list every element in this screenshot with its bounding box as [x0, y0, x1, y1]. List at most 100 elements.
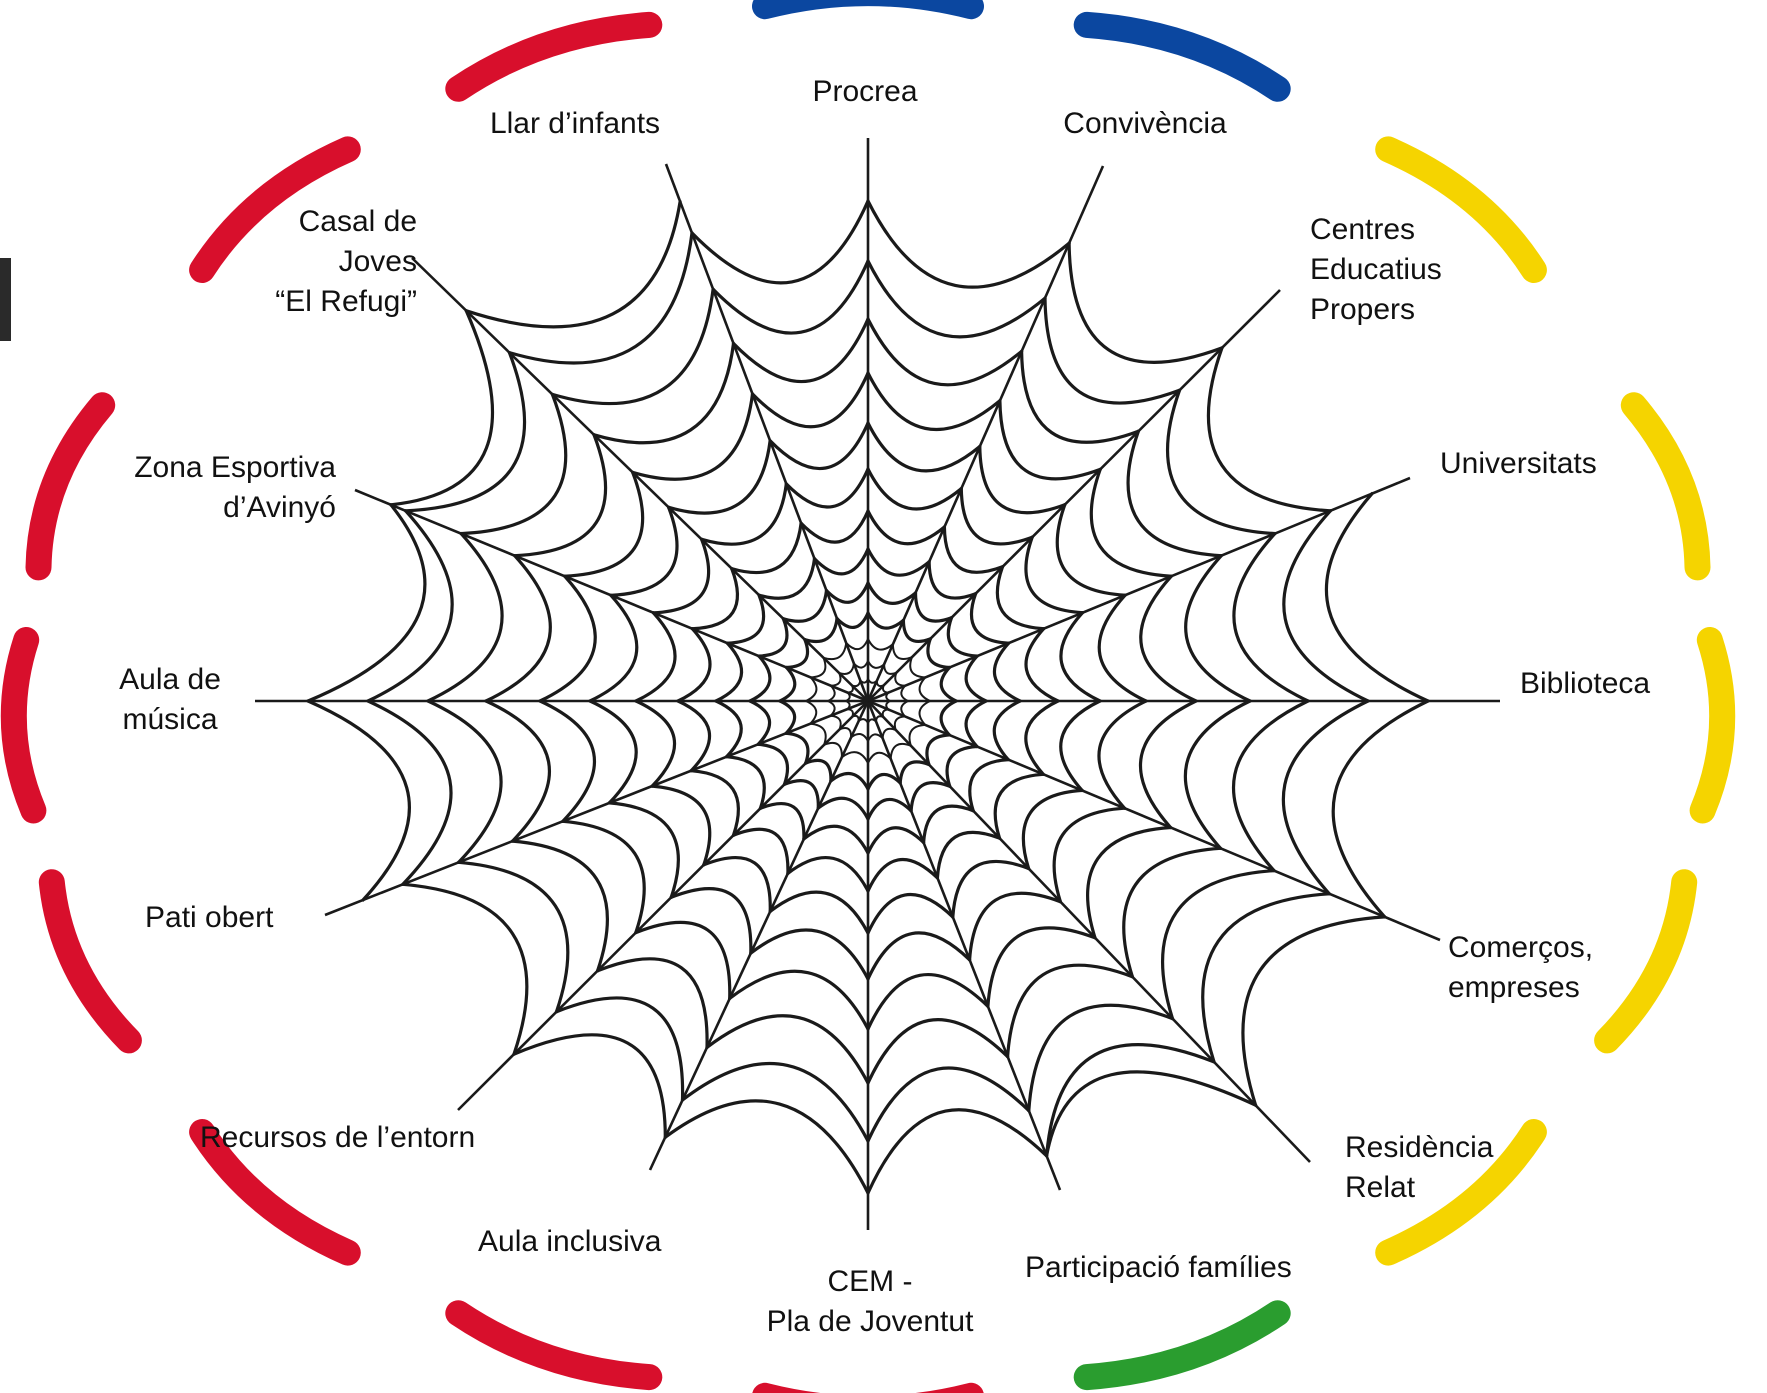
web-ring-segment: [868, 799, 911, 819]
web-ring-segment: [994, 643, 1020, 701]
web-ring-segment: [901, 701, 908, 716]
web-ring-segment: [920, 677, 930, 701]
web-ring-segment: [727, 595, 763, 643]
web-ring-segment: [1243, 917, 1385, 1105]
web-ring-segment: [1099, 595, 1146, 701]
web-ring-segment: [868, 933, 970, 979]
web-ring-segment: [895, 716, 905, 730]
web-ring-segment: [868, 895, 953, 933]
web-ring-segment: [391, 311, 493, 505]
node-pati-obert: Pati obert: [145, 898, 325, 938]
web-ring-segment: [653, 539, 708, 613]
web-ring-segment: [868, 1068, 1029, 1141]
node-llar-infants: Llar d’infants: [470, 104, 680, 144]
web-ring-segment: [1023, 790, 1082, 868]
web-ring-segment: [734, 319, 869, 382]
web-ring-segment: [988, 928, 1095, 1006]
web-ring-segment: [828, 701, 835, 716]
web-ring-segment: [1088, 828, 1171, 938]
web-ring-segment: [514, 1035, 665, 1137]
web-ring-segment: [846, 701, 850, 709]
web-ring-segment: [1091, 469, 1171, 576]
web-ring-segment: [846, 693, 850, 701]
web-ring-segment: [868, 511, 944, 544]
web-ring-segment: [876, 716, 883, 721]
web-ring-segment: [565, 472, 643, 576]
web-ring-segment: [868, 639, 893, 650]
web-ring-segment: [966, 701, 986, 747]
web-ring-segment: [590, 701, 636, 803]
web-ring-segment: [868, 549, 929, 575]
web-ring-segment: [883, 686, 888, 693]
web-ring-segment: [883, 710, 889, 717]
web-ring-segment: [1029, 1005, 1173, 1110]
web-ring-segment: [636, 701, 675, 786]
node-residencia: Residència Relat: [1345, 1128, 1535, 1208]
web-ring-segment: [966, 656, 986, 701]
web-ring-segment: [770, 423, 868, 469]
web-ring-segment: [716, 643, 742, 701]
web-ring-segment: [953, 861, 1029, 917]
web-ring-segment: [891, 744, 911, 759]
web-ring-segment: [883, 729, 896, 739]
web-ring-segment: [806, 760, 831, 780]
web-ring-segment: [901, 686, 908, 701]
web-ring-segment: [1061, 701, 1100, 790]
web-ring-segment: [598, 959, 707, 1048]
web-ring-segment: [868, 734, 883, 741]
web-ring-segment: [859, 719, 868, 723]
web-ring-segment: [1026, 629, 1058, 701]
web-ring-segment: [903, 620, 930, 641]
web-ring-segment: [994, 701, 1020, 760]
web-ring-segment: [848, 709, 853, 716]
web-spoke: [868, 701, 1310, 1162]
web-ring-segment: [884, 664, 896, 674]
web-ring-segment: [652, 786, 710, 865]
web-ring-segment: [678, 701, 710, 771]
web-ring-segment: [868, 753, 891, 763]
node-procrea: Procrea: [780, 72, 950, 112]
node-zona-esportiva: Zona Esportiva d’Avinyó: [90, 448, 336, 528]
web-ring-segment: [704, 858, 770, 912]
web-ring-segment: [909, 725, 925, 746]
arc-blue-top-right: [1087, 25, 1278, 89]
web-ring-segment: [868, 661, 884, 668]
web-ring-segment: [486, 701, 549, 841]
web-ring-segment: [893, 644, 912, 659]
web-ring-segment: [1208, 348, 1330, 511]
web-ring-segment: [1069, 243, 1222, 362]
web-ring-segment: [868, 679, 877, 683]
node-comercos: Comerços, empreses: [1448, 928, 1638, 1008]
web-ring-segment: [827, 583, 869, 602]
web-ring-segment: [877, 681, 884, 686]
web-ring-segment: [716, 701, 741, 757]
arc-blue-top: [765, 0, 971, 6]
web-ring-segment: [1022, 351, 1139, 442]
web-ring-segment: [678, 629, 710, 701]
web-ring-segment: [854, 661, 868, 668]
web-ring-segment: [786, 733, 808, 763]
web-ring-segment: [928, 639, 950, 668]
web-ring-segment: [1008, 965, 1133, 1056]
node-centres-educatius: Centres Educatius Propers: [1310, 210, 1490, 330]
web-ring-segment: [788, 858, 868, 891]
web-ring-segment: [466, 202, 680, 327]
web-ring-segment: [727, 757, 765, 809]
web-ring-segment: [669, 441, 771, 513]
web-ring-segment: [594, 344, 734, 443]
web-ring-segment: [824, 743, 842, 757]
web-ring-segment: [513, 841, 608, 971]
arc-green-bottom-right: [1087, 1313, 1278, 1377]
web-ring-segment: [851, 734, 868, 741]
web-ring-segment: [900, 762, 929, 783]
web-ring-segment: [1163, 871, 1274, 1019]
web-ring-segment: [750, 701, 770, 744]
web-ring-segment: [852, 680, 860, 686]
arc-red-top-left: [458, 25, 649, 89]
web-ring-segment: [590, 595, 637, 701]
web-ring-segment: [780, 701, 795, 733]
web-ring-segment: [1185, 701, 1250, 848]
web-ring-segment: [868, 828, 924, 853]
web-ring-segment: [665, 1101, 868, 1193]
